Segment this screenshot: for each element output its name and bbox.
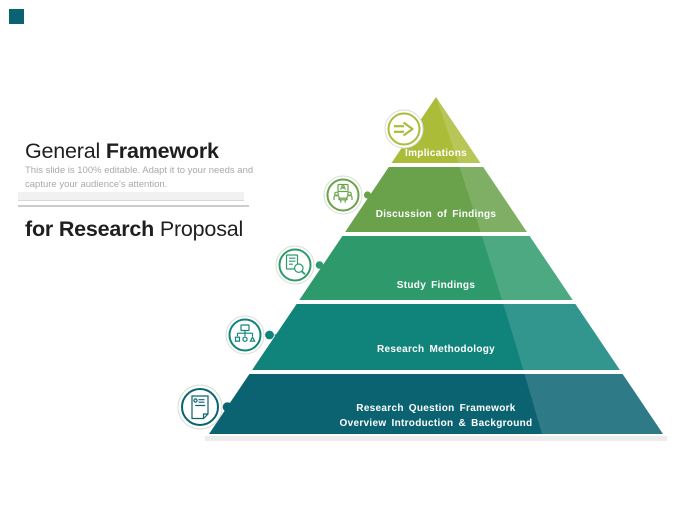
corner-accent-square [9,9,24,24]
document-icon [177,384,247,430]
pyramid-level-label-research-methodology: Research Methodology [377,344,495,355]
page-title-line-2: for Research Proposal [25,217,244,241]
org-chart-icon [225,315,288,355]
pyramid-level-label-study-findings: Study Findings [397,280,476,291]
pyramid-level-label-research-question-line-2: Overview Introduction & Background [340,418,533,429]
pyramid-level-label-research-question-line-1: Research Question Framework [356,403,516,414]
pyramid-band-study-findings [299,236,573,300]
pyramid-shadow [205,436,667,441]
slide-subtitle: This slide is 100% editable. Adapt it to… [25,164,254,190]
page-title-line-1: General Framework [25,139,219,163]
pyramid-level-label-discussion-of-findings: Discussion of Findings [376,209,497,220]
page-title: General Framework for Research Proposal [25,86,243,294]
document-search-icon [275,245,337,285]
pyramid-level-label-implications: Implications [405,148,467,159]
discussion-icon [323,175,385,215]
decorative-bar [18,192,244,201]
pyramid-band-implications [391,97,481,163]
pyramid-band-discussion-of-findings [345,167,527,232]
double-arrow-icon [384,109,446,149]
decorative-line [18,205,249,207]
pyramid-band-research-question [209,374,663,434]
pyramid-highlight [436,97,663,434]
pyramid-band-research-methodology [252,304,620,370]
